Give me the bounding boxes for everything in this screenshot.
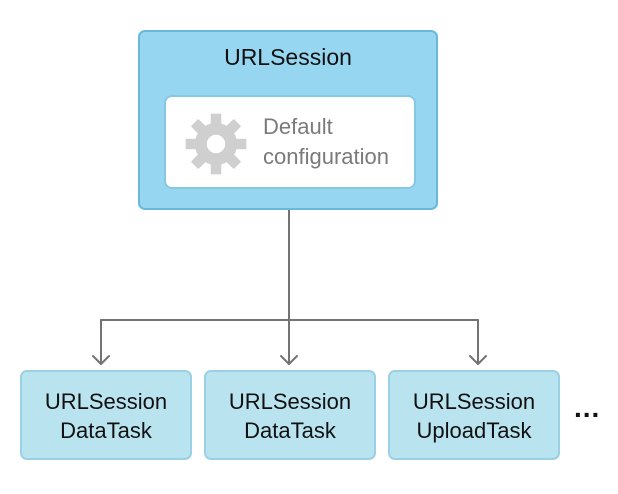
arrowhead-task-2: [280, 355, 298, 365]
gear-icon: [185, 113, 247, 175]
configuration-label-line-2: configuration: [263, 144, 389, 169]
urlsession-uploadtask-box: URLSession UploadTask: [388, 370, 560, 460]
task-3-line-1: URLSession: [412, 389, 536, 414]
default-configuration-label: Default configuration: [263, 112, 409, 172]
task-1-line-2: DataTask: [60, 418, 152, 443]
configuration-label-line-1: Default: [263, 114, 333, 139]
urlsession-box: URLSession Default configurati: [138, 30, 438, 210]
arrowhead-task-1: [92, 355, 110, 365]
urlsession-title: URLSession: [224, 44, 352, 70]
more-tasks-ellipsis: ...: [574, 392, 601, 423]
arrowhead-task-3: [469, 355, 487, 365]
urlsession-datatask-box-1: URLSession DataTask: [20, 370, 192, 460]
task-3-line-2: UploadTask: [416, 418, 532, 443]
urlsession-datatask-box-2: URLSession DataTask: [204, 370, 376, 460]
task-2-line-2: DataTask: [244, 418, 336, 443]
default-configuration-box: Default configuration: [164, 95, 416, 189]
task-2-line-1: URLSession: [228, 389, 352, 414]
task-1-line-1: URLSession: [44, 389, 168, 414]
